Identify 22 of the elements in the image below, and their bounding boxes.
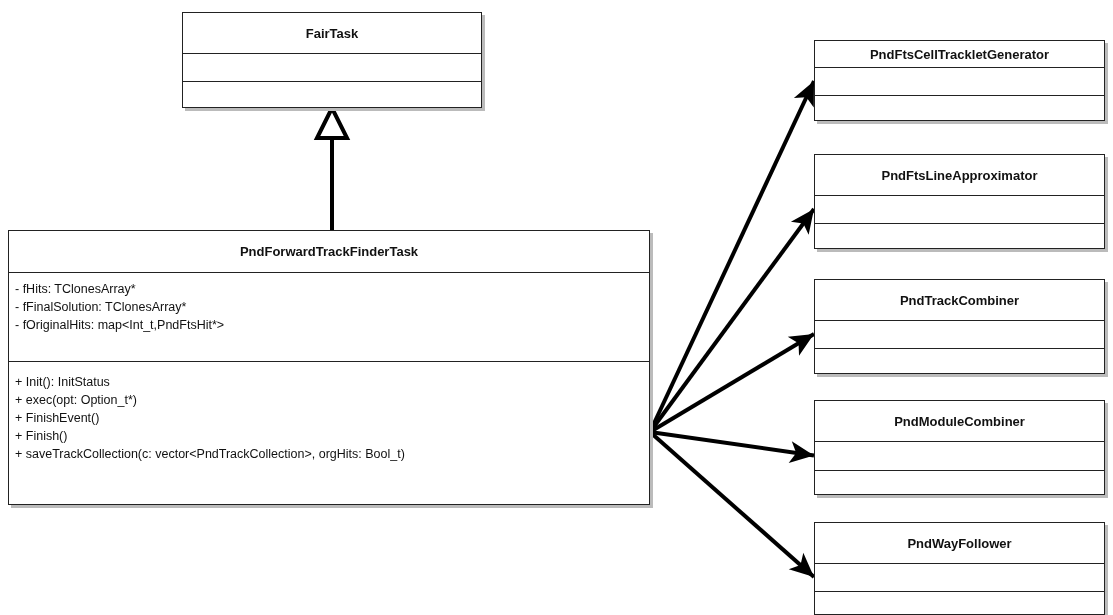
method-text: + Init(): InitStatus [14,374,110,392]
method-text: + FinishEvent() [14,410,100,428]
method-text: + Finish() [14,428,68,446]
attribute-text: - fFinalSolution: TClonesArray* [14,298,187,316]
class-box [814,522,1105,615]
class-box [814,154,1105,249]
method-text: + saveTrackCollection(c: vector<PndTrackCollection>, orgHits: Bool_t) [14,446,405,464]
attribute-text: - fHits: TClonesArray* [14,280,136,298]
class-name: PndWayFollower [907,535,1012,551]
class-name: PndTrackCombiner [899,292,1020,308]
class-box [814,400,1105,495]
attribute-text: - fOriginalHits: map<Int_t,PndFtsHit*> [14,316,225,334]
class-name: PndFtsLineApproximator [881,167,1038,183]
class-name: PndForwardTrackFinderTask [239,243,419,259]
class-name: PndModuleCombiner [894,413,1025,429]
class-box [8,230,650,505]
class-name: FairTask [305,25,359,41]
class-box [182,12,482,108]
class-box [814,40,1105,121]
method-text: + exec(opt: Option_t*) [14,392,137,410]
class-name: PndFtsCellTrackletGenerator [869,46,1050,62]
class-box [814,279,1105,374]
